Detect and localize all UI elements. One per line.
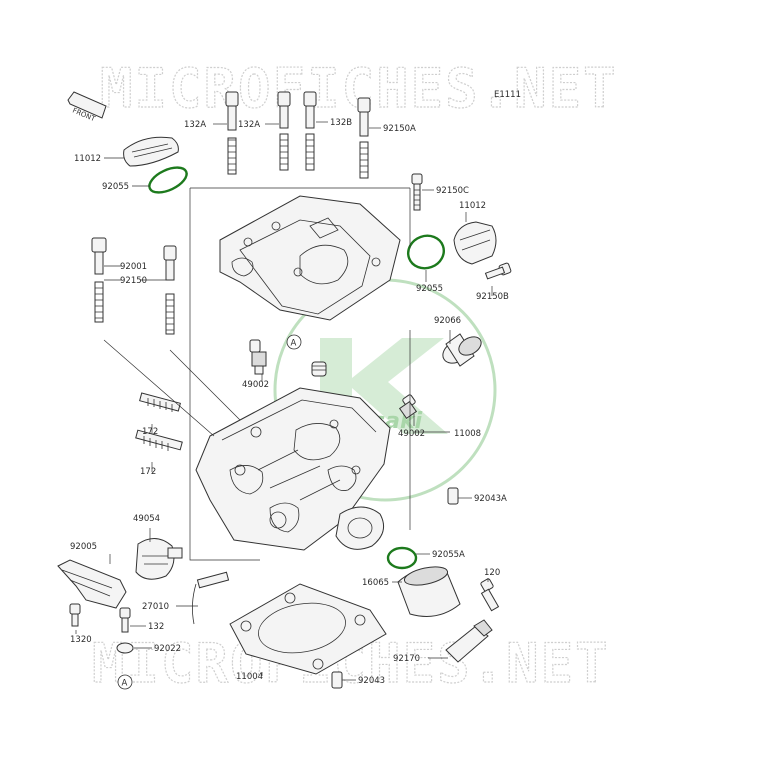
label-92043a: 92043A [474, 494, 507, 504]
label-92150c: 92150C [436, 186, 469, 196]
label-92055a: 92055A [432, 550, 465, 560]
sensor-49002-left [249, 339, 267, 375]
label-120: 120 [484, 568, 500, 578]
label-11012-right: 11012 [459, 201, 486, 211]
bolt-92001 [91, 237, 107, 323]
label-16065: 16065 [362, 578, 389, 588]
label-92150b: 92150B [476, 292, 509, 302]
cylinder-head-11008 [195, 387, 391, 551]
label-49002-left: 49002 [242, 380, 269, 390]
label-49054: 49054 [133, 514, 160, 524]
pipe-92005 [57, 559, 127, 609]
cylinder-head-cover [219, 195, 401, 321]
dowel-92043a [447, 487, 459, 505]
label-92001: 92001 [120, 262, 147, 272]
stud-172-2 [135, 429, 183, 451]
gasket-92055-right [407, 234, 445, 270]
label-172-2: 172 [140, 467, 156, 477]
label-11008: 11008 [454, 429, 481, 439]
label-49002-right: 49002 [398, 429, 425, 439]
label-27010: 27010 [142, 602, 169, 612]
stud-172-1 [139, 392, 181, 412]
label-92170: 92170 [393, 654, 420, 664]
thermostat-49054 [135, 538, 183, 580]
gasket-92055a [386, 546, 418, 570]
label-172-1: 172 [142, 427, 158, 437]
label-92055-right: 92055 [416, 284, 443, 294]
bolt-132a-2 [277, 91, 291, 171]
svg-text:A: A [122, 679, 128, 689]
bolt-132a-1 [225, 91, 239, 175]
svg-text:A: A [291, 339, 297, 349]
cap-11012-right [453, 221, 497, 265]
bolt-132 [119, 607, 131, 633]
bolt-120 [480, 578, 500, 612]
label-11004: 11004 [236, 672, 263, 682]
label-132: 132 [148, 622, 164, 632]
label-92150: 92150 [120, 276, 147, 286]
view-marker-top: A [286, 334, 302, 350]
bolt-1320 [69, 603, 81, 627]
sensor-49002-right [398, 394, 418, 420]
bolt-132b [303, 91, 317, 171]
valve-stem-part [311, 361, 327, 377]
leader-lines [75, 121, 493, 681]
bolt-92150b [484, 262, 512, 280]
dowel-92043 [331, 671, 343, 689]
label-132a-2: 132A [238, 120, 260, 130]
label-132a-1: 132A [184, 120, 206, 130]
label-92022: 92022 [154, 644, 181, 654]
sensor-27010 [192, 571, 230, 625]
label-92043: 92043 [358, 676, 385, 686]
label-1320: 1320 [70, 635, 92, 645]
label-11012-left: 11012 [74, 154, 101, 164]
diagram-code: E1111 [494, 90, 521, 100]
view-marker-bottom: A [117, 674, 133, 690]
label-92066: 92066 [434, 316, 461, 326]
intake-16065 [397, 566, 461, 617]
bolt-92150 [163, 245, 177, 335]
cap-11012-left [123, 136, 179, 167]
part-labels: 132A 132A 132B 92150A 11012 92055 92150C… [70, 118, 509, 686]
label-92005: 92005 [70, 542, 97, 552]
bolt-92150c [411, 173, 423, 211]
label-92150a: 92150A [383, 124, 416, 134]
bolt-92150a [357, 97, 371, 179]
label-92055-left: 92055 [102, 182, 129, 192]
washer-92022 [116, 642, 134, 654]
head-gasket-11004 [229, 583, 387, 675]
label-132b: 132B [330, 118, 352, 128]
part-92170 [445, 619, 493, 663]
gasket-92055-left [148, 166, 188, 194]
seal-92066 [442, 333, 482, 367]
